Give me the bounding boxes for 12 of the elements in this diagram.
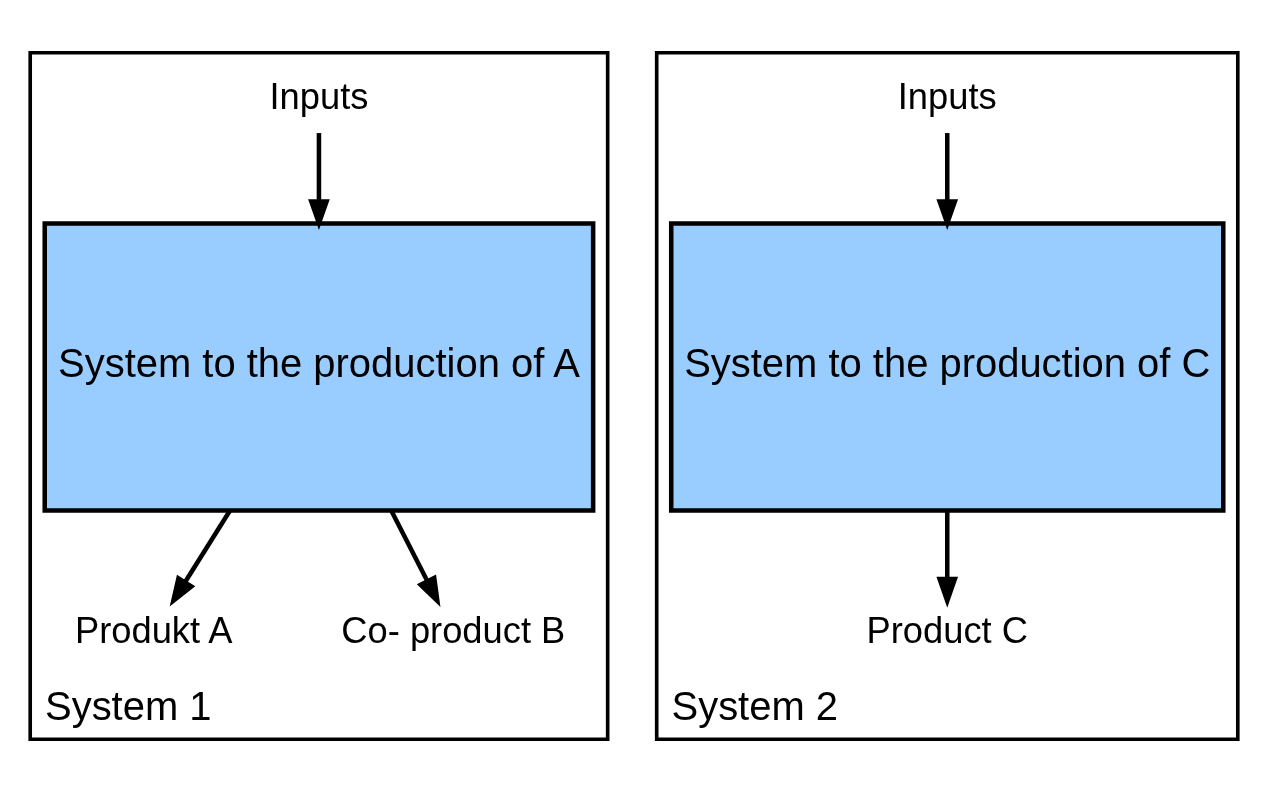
- node-text: Produkt A: [74, 609, 233, 651]
- node-box: System to the production of A: [42, 221, 596, 513]
- arrow: [389, 509, 441, 607]
- node-text: Co- product B: [341, 609, 566, 651]
- arrow: [169, 509, 232, 607]
- arrow: [308, 133, 330, 231]
- node-text: Inputs: [269, 76, 369, 118]
- arrow: [936, 510, 959, 608]
- arrow: [936, 133, 959, 231]
- node-text: Inputs: [897, 76, 997, 118]
- node-text: Product C: [866, 609, 1028, 651]
- node-box: System to the production of C: [668, 221, 1226, 513]
